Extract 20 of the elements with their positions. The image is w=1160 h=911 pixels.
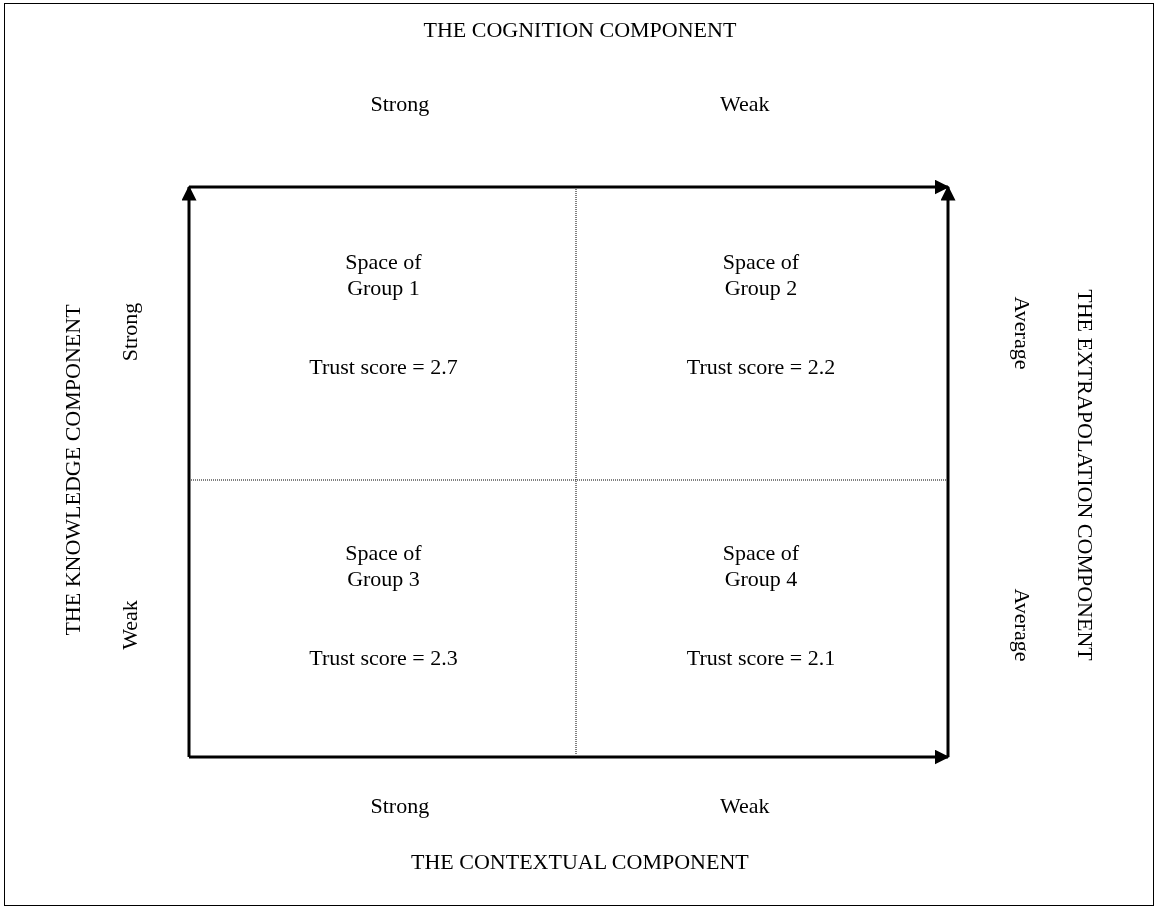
- quadrant-title: Space of Group 4: [721, 540, 801, 592]
- axis-value: Weak: [720, 793, 770, 819]
- axis-value: Weak: [720, 91, 770, 117]
- axis-value: Weak: [116, 600, 143, 650]
- quadrant-title: Space of Group 2: [721, 249, 801, 301]
- axis-value: Average: [1008, 296, 1035, 370]
- axis-title: THE EXTRAPOLATION COMPONENT: [1071, 289, 1098, 661]
- trust-score: Trust score = 2.2: [685, 354, 837, 380]
- axis-title: THE CONTEXTUAL COMPONENT: [411, 849, 749, 875]
- trust-score: Trust score = 2.3: [308, 645, 459, 671]
- axis-value: Strong: [370, 91, 430, 117]
- axis-title: THE KNOWLEDGE COMPONENT: [59, 304, 86, 636]
- quadrant-title: Space of Group 1: [344, 249, 423, 301]
- quadrant-title: Space of Group 3: [344, 540, 423, 592]
- trust-score: Trust score = 2.1: [685, 645, 837, 671]
- axis-value: Average: [1008, 588, 1035, 662]
- axis-value: Strong: [370, 793, 430, 819]
- trust-score: Trust score = 2.7: [308, 354, 459, 380]
- axis-title: THE COGNITION COMPONENT: [423, 17, 737, 43]
- axis-value: Strong: [116, 302, 143, 362]
